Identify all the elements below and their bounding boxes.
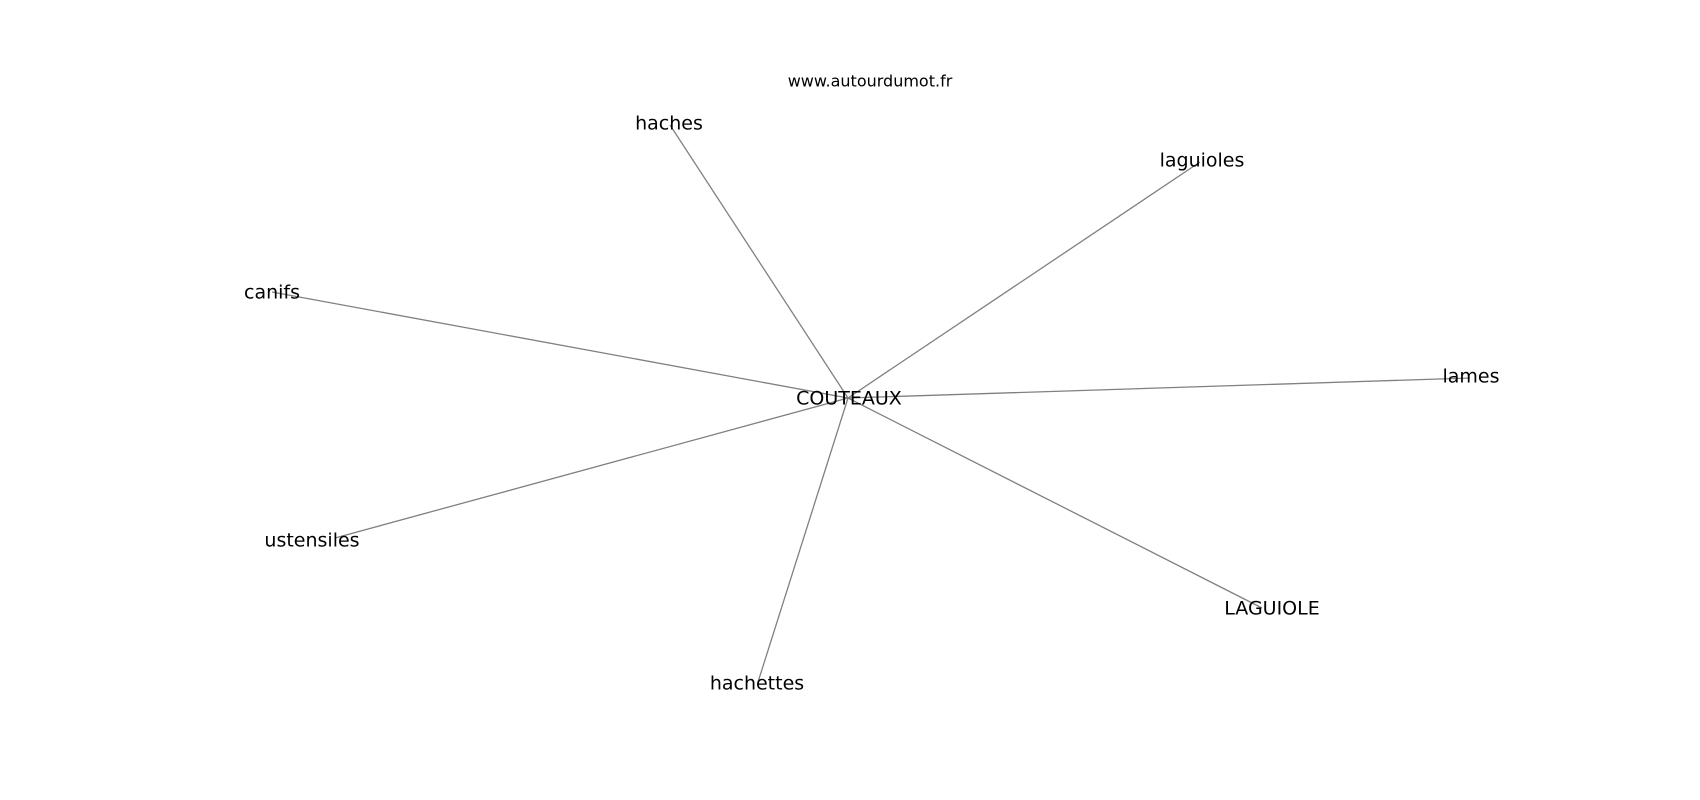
edge-laguiole xyxy=(847,397,1263,609)
watermark-text: www.autourdumot.fr xyxy=(788,72,953,91)
edge-lames xyxy=(847,377,1471,399)
edge-haches xyxy=(669,124,849,399)
node-label-hachettes[interactable]: hachettes xyxy=(710,673,804,695)
node-label-canifs[interactable]: canifs xyxy=(244,282,300,304)
graph-edges xyxy=(271,124,1471,683)
edge-laguioles xyxy=(847,161,1201,399)
edge-ustensiles xyxy=(334,397,849,539)
node-label-laguioles[interactable]: laguioles xyxy=(1160,150,1245,172)
edge-hachettes xyxy=(757,397,849,683)
node-label-laguiole[interactable]: LAGUIOLE xyxy=(1224,598,1319,620)
node-label-haches[interactable]: haches xyxy=(635,113,703,135)
graph-labels: COUTEAUX haches laguioles canifs lames u… xyxy=(244,113,1500,695)
node-label-lames[interactable]: lames xyxy=(1442,366,1499,388)
node-label-ustensiles[interactable]: ustensiles xyxy=(264,530,359,552)
node-label-center[interactable]: COUTEAUX xyxy=(796,388,902,410)
edge-canifs xyxy=(271,291,849,399)
